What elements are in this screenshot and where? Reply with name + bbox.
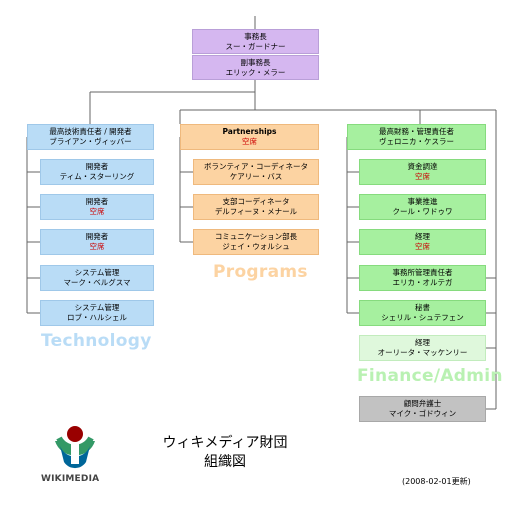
node-name: エリカ・オルテガ xyxy=(392,278,453,287)
node-name: ロブ・ハルシェル xyxy=(67,313,127,322)
chart-title: ウィキメディア財団 組織図 xyxy=(150,434,300,472)
wikimedia-logo-text: WIKIMEDIA xyxy=(41,474,100,484)
partnerships-box: Partnerships 空席 xyxy=(180,124,319,150)
cfo-box: 最高財務・管理責任者 ヴェロニカ・ケスラー xyxy=(347,124,486,150)
node-name: スー・ガードナー xyxy=(225,41,286,51)
general-counsel-box: 顧問弁護士 マイク・ゴドウィン xyxy=(359,396,486,422)
node-title: Partnerships xyxy=(222,127,277,136)
node-name: デルフィーヌ・メナール xyxy=(214,207,298,216)
finance-department-label: Finance/Admin xyxy=(357,366,503,386)
node-title: 事務所管理責任者 xyxy=(392,268,453,277)
node-title: 支部コーディネータ xyxy=(222,197,290,206)
node-title: ボランティア・コーディネータ xyxy=(203,162,309,171)
node-title: 秘書 xyxy=(415,303,430,312)
volunteer-coordinator-box: ボランティア・コーディネータ ケアリー・バス xyxy=(193,159,319,185)
node-title: 副事務長 xyxy=(240,57,271,67)
deputy-director-box: 副事務長 エリック・メラー xyxy=(192,55,319,80)
cto-box: 最高技術責任者 / 開発者 ブライアン・ヴィッバー xyxy=(27,124,154,150)
node-title: 最高財務・管理責任者 xyxy=(379,127,454,136)
fundraising-box: 資金調達 空席 xyxy=(359,159,486,185)
node-title: 開発者 xyxy=(85,162,109,171)
chapter-coordinator-box: 支部コーディネータ デルフィーヌ・メナール xyxy=(193,194,319,220)
node-name: ヴェロニカ・ケスラー xyxy=(379,137,454,146)
node-title: 開発者 xyxy=(85,232,109,241)
sysadmin-box: システム管理 マーク・ベルグスマ xyxy=(40,265,154,291)
node-name: ジェイ・ウォルシュ xyxy=(222,242,290,251)
updated-date: (2008-02-01更新) xyxy=(402,477,471,486)
secretary-box: 秘書 シェリル・シュテフェン xyxy=(359,300,486,326)
node-name: ケアリー・バス xyxy=(229,172,283,181)
node-name: エリック・メラー xyxy=(225,67,286,77)
sysadmin-box: システム管理 ロブ・ハルシェル xyxy=(40,300,154,326)
developer-box: 開発者 空席 xyxy=(40,229,154,255)
wikimedia-logo-icon xyxy=(55,426,95,469)
node-title: 事業推進 xyxy=(407,197,438,206)
node-name: クール・ワドゥワ xyxy=(392,207,453,216)
developer-box: 開発者 空席 xyxy=(40,194,154,220)
node-name-vacant: 空席 xyxy=(89,242,105,251)
executive-director-box: 事務長 スー・ガードナー xyxy=(192,29,319,54)
node-name: オーリータ・マッケンリー xyxy=(377,348,468,357)
node-title: 経理 xyxy=(415,338,430,347)
accounting-light-box: 経理 オーリータ・マッケンリー xyxy=(359,335,486,361)
node-title: 開発者 xyxy=(85,197,109,206)
node-name: ティム・スターリング xyxy=(59,172,135,181)
accounting-box: 経理 空席 xyxy=(359,229,486,255)
node-title: 経理 xyxy=(415,232,430,241)
technology-department-label: Technology xyxy=(41,331,152,351)
node-title: 顧問弁護士 xyxy=(403,399,442,408)
node-name: シェリル・シュテフェン xyxy=(381,313,464,322)
programs-department-label: Programs xyxy=(213,262,308,282)
developer-box: 開発者 ティム・スターリング xyxy=(40,159,154,185)
node-name-vacant: 空席 xyxy=(415,172,430,181)
node-name: マイク・ゴドウィン xyxy=(388,409,457,418)
node-name: ブライアン・ヴィッバー xyxy=(49,137,132,146)
node-title: 資金調達 xyxy=(407,162,438,171)
communications-head-box: コミュニケーション部長 ジェイ・ウォルシュ xyxy=(193,229,319,255)
node-name-vacant: 空席 xyxy=(415,242,430,251)
business-development-box: 事業推進 クール・ワドゥワ xyxy=(359,194,486,220)
node-title: 最高技術責任者 / 開発者 xyxy=(49,127,132,136)
chart-title-line2: 組織図 xyxy=(204,454,246,470)
node-title: 事務長 xyxy=(244,31,267,41)
chart-title-line1: ウィキメディア財団 xyxy=(162,435,288,451)
node-title: システム管理 xyxy=(74,268,120,277)
node-name: マーク・ベルグスマ xyxy=(63,278,131,287)
node-title: システム管理 xyxy=(74,303,120,312)
office-manager-box: 事務所管理責任者 エリカ・オルテガ xyxy=(359,265,486,291)
node-name-vacant: 空席 xyxy=(242,137,257,146)
node-name-vacant: 空席 xyxy=(89,207,105,216)
node-title: コミュニケーション部長 xyxy=(214,232,298,241)
